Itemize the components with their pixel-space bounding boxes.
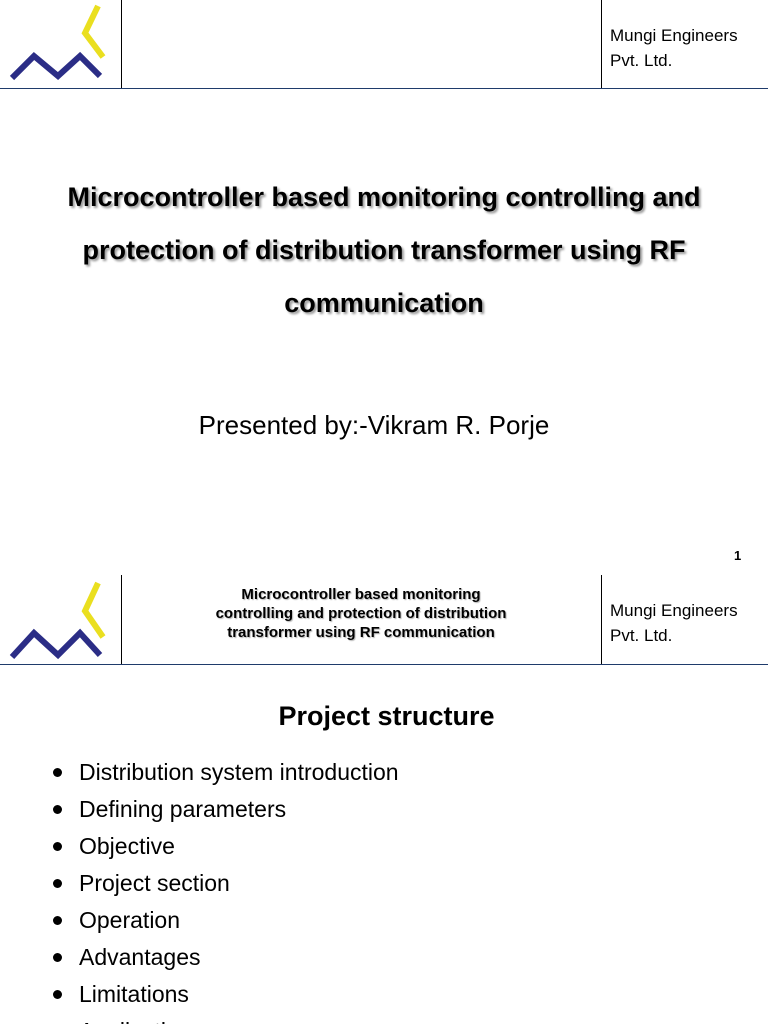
slide-title: Microcontroller based monitoring control… bbox=[14, 171, 754, 330]
company-name: Mungi Engineers Pvt. Ltd. bbox=[601, 575, 768, 664]
company-name-line1: Mungi Engineers bbox=[610, 601, 738, 620]
bullet-icon bbox=[53, 805, 62, 814]
company-name: Mungi Engineers Pvt. Ltd. bbox=[601, 0, 768, 88]
presenter-line: Presented by:-Vikram R. Porje bbox=[198, 410, 550, 440]
bullet-icon bbox=[53, 916, 62, 925]
list-item-text: Limitations bbox=[79, 981, 189, 1007]
bullet-icon bbox=[53, 768, 62, 777]
list-item-text: Defining parameters bbox=[79, 796, 287, 822]
header-title: Microcontroller based monitoring control… bbox=[122, 585, 600, 642]
slide-1: Mungi Engineers Pvt. Ltd. Microcontrolle… bbox=[0, 0, 768, 563]
slide-title-line: communication bbox=[284, 288, 484, 318]
bullet-icon bbox=[53, 953, 62, 962]
page-number: 1 bbox=[734, 548, 742, 563]
slide-header: Microcontroller based monitoring control… bbox=[0, 575, 768, 665]
list-item-text: Project section bbox=[79, 870, 230, 896]
logo-cell bbox=[0, 0, 122, 88]
list-item-text: Advantages bbox=[79, 944, 201, 970]
header-title-line: transformer using RF communication bbox=[227, 624, 495, 641]
company-logo bbox=[9, 581, 106, 660]
slide-title-line: protection of distribution transformer u… bbox=[82, 235, 686, 265]
logo-check bbox=[81, 4, 106, 59]
header-title-line: Microcontroller based monitoring bbox=[241, 586, 481, 603]
logo-cell bbox=[0, 575, 122, 664]
bullet-icon bbox=[53, 879, 62, 888]
company-name-line2: Pvt. Ltd. bbox=[610, 51, 673, 70]
list-item-text: Applications bbox=[79, 1014, 203, 1024]
company-logo bbox=[9, 4, 106, 81]
company-name-line1: Mungi Engineers bbox=[610, 26, 738, 45]
logo-check bbox=[81, 581, 106, 639]
section-heading: Project structure bbox=[278, 701, 495, 731]
bullet-icon bbox=[53, 842, 62, 851]
slide-2: Microcontroller based monitoring control… bbox=[0, 575, 768, 1024]
list-item-text: Distribution system introduction bbox=[79, 759, 399, 785]
list-item-text: Operation bbox=[79, 907, 181, 933]
company-name-line2: Pvt. Ltd. bbox=[610, 626, 673, 645]
bullet-icon bbox=[53, 990, 62, 999]
logo-zigzag bbox=[9, 51, 103, 81]
slide-header: Mungi Engineers Pvt. Ltd. bbox=[0, 0, 768, 89]
slide-title-line: Microcontroller based monitoring control… bbox=[67, 182, 701, 212]
logo-zigzag bbox=[9, 628, 103, 660]
header-title-line: controlling and protection of distributi… bbox=[215, 605, 507, 622]
list-item-text: Objective bbox=[79, 833, 175, 859]
